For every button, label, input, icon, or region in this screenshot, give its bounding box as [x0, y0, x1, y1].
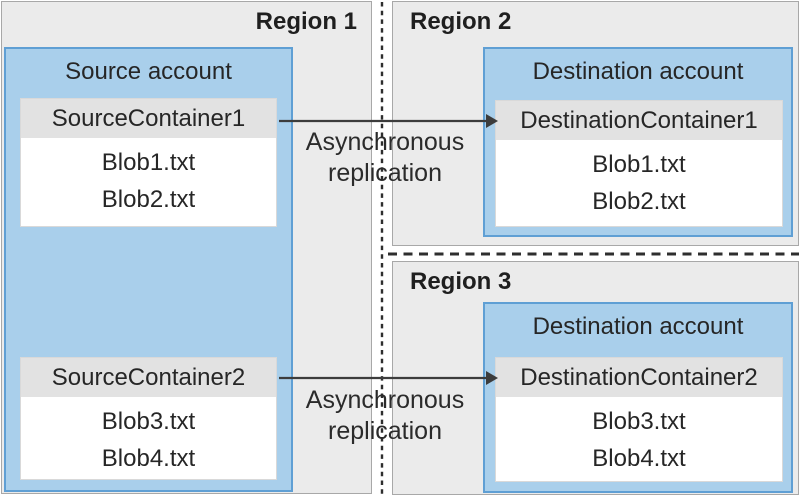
source-account-title: Source account	[65, 58, 232, 85]
region-3-title: Region 3	[410, 268, 512, 295]
destination-container-1: DestinationContainer1 Blob1.txt Blob2.tx…	[495, 100, 783, 227]
blob-item: Blob4.txt	[592, 445, 686, 472]
destination-container-1-blobs: Blob1.txt Blob2.txt	[496, 140, 782, 220]
source-container-1-name: SourceContainer1	[21, 99, 276, 138]
destination-account-2-title: Destination account	[532, 313, 744, 340]
blob-item: Blob3.txt	[101, 408, 196, 435]
blob-item: Blob2.txt	[101, 186, 196, 213]
blob-item: Blob2.txt	[592, 188, 686, 215]
destination-account-1-title: Destination account	[532, 58, 744, 85]
replication-arrow-2-label: Asynchronous replication	[305, 386, 465, 445]
blob-item: Blob1.txt	[592, 151, 686, 178]
source-container-2-name: SourceContainer2	[21, 358, 276, 397]
source-container-2-blobs: Blob3.txt Blob4.txt	[21, 397, 276, 477]
source-container-1: SourceContainer1 Blob1.txt Blob2.txt	[20, 98, 277, 227]
destination-container-2-blobs: Blob3.txt Blob4.txt	[496, 397, 782, 477]
region-1-title: Region 1	[255, 8, 357, 35]
destination-container-1-name: DestinationContainer1	[496, 101, 782, 140]
destination-container-2: DestinationContainer2 Blob3.txt Blob4.tx…	[495, 357, 783, 482]
blob-item: Blob3.txt	[592, 408, 686, 435]
blob-item: Blob1.txt	[101, 149, 196, 176]
source-container-2: SourceContainer2 Blob3.txt Blob4.txt	[20, 357, 277, 480]
replication-arrow-1-label: Asynchronous replication	[305, 128, 465, 187]
blob-item: Blob4.txt	[101, 445, 196, 472]
region-2-title: Region 2	[410, 8, 512, 35]
source-container-1-blobs: Blob1.txt Blob2.txt	[21, 138, 276, 218]
destination-container-2-name: DestinationContainer2	[496, 358, 782, 397]
